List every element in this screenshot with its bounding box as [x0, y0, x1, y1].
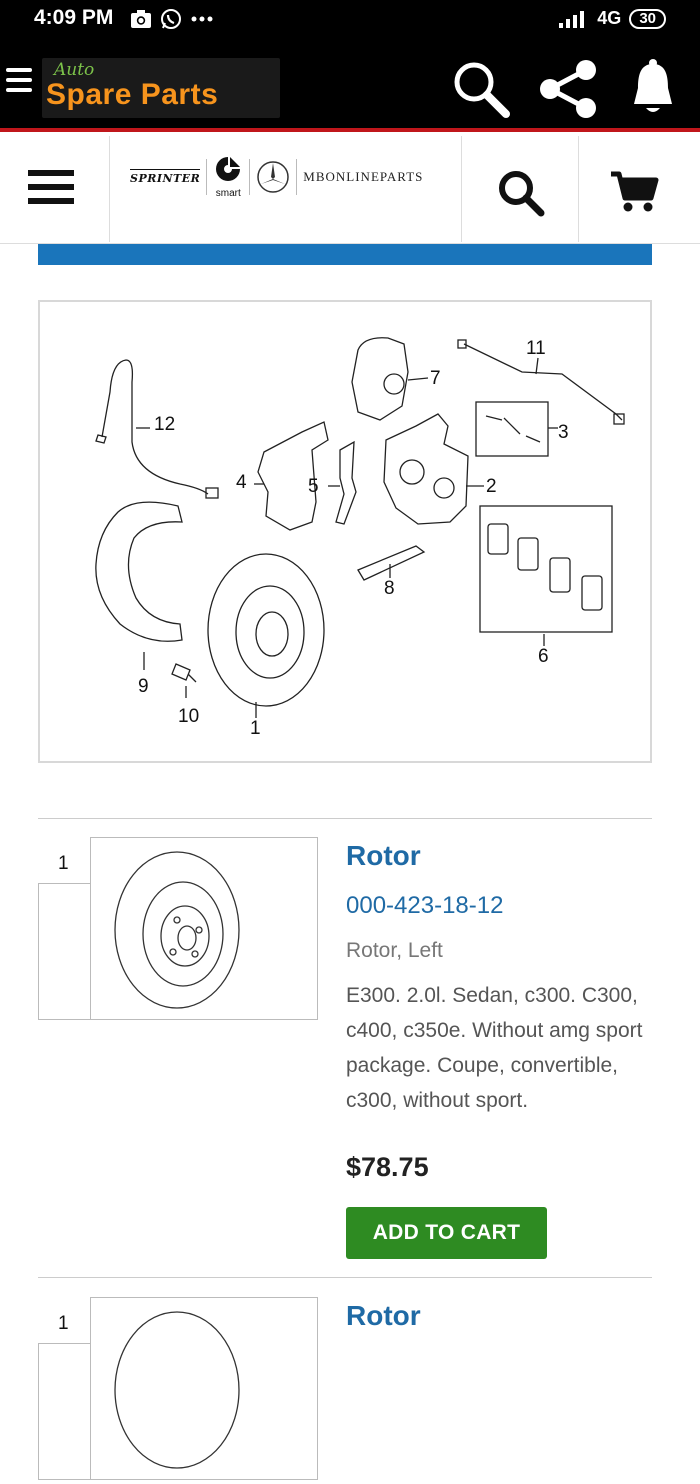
site-header: SPRINTER smart MBONLINEPARTS: [0, 136, 700, 244]
brand-divider: [296, 159, 298, 195]
brand-divider: [249, 159, 251, 195]
header-search-button[interactable]: [462, 136, 579, 242]
part-ref-number: 1: [58, 853, 69, 874]
callout-1[interactable]: 1: [250, 718, 261, 739]
brand-row: SPRINTER smart MBONLINEPARTS: [130, 155, 424, 199]
logo-script-text: Auto: [54, 60, 95, 80]
callout-9[interactable]: 9: [138, 676, 149, 697]
header-cart-button[interactable]: [579, 136, 700, 242]
battery-level: 30: [629, 8, 666, 29]
status-system-icons: 4G 30: [559, 8, 666, 29]
add-to-cart-button[interactable]: ADD TO CART: [346, 1207, 547, 1259]
bell-icon[interactable]: [624, 58, 682, 120]
part-price: $78.75: [346, 1152, 429, 1182]
part-title[interactable]: Rotor: [346, 1300, 421, 1331]
hamburger-icon: [28, 170, 74, 212]
part-title[interactable]: Rotor: [346, 840, 421, 871]
status-bar: 4:09 PM 4G 30: [0, 0, 700, 38]
callout-2[interactable]: 2: [486, 476, 497, 497]
menu-icon[interactable]: [6, 68, 32, 98]
whatsapp-icon: [161, 9, 181, 29]
callout-10[interactable]: 10: [178, 706, 199, 727]
callout-5[interactable]: 5: [308, 476, 319, 497]
logo-main-text: Spare Parts: [46, 78, 219, 111]
brand-smart-logo: smart: [213, 155, 243, 199]
callout-8[interactable]: 8: [384, 578, 395, 599]
thumb-frame: [90, 837, 318, 1020]
search-icon: [499, 171, 545, 217]
status-notification-icons: [130, 8, 214, 30]
callout-11[interactable]: 11: [526, 338, 546, 359]
part-notes: E300. 2.0l. Sedan, c300. C300, c400, c35…: [346, 984, 643, 1112]
thumb-frame: [90, 1297, 318, 1480]
callout-7[interactable]: 7: [430, 368, 441, 389]
brand-divider: [206, 159, 208, 195]
app-logo[interactable]: Auto Spare Parts: [42, 58, 280, 118]
rotor-thumbnail-image: [114, 1311, 240, 1469]
part-description: Rotor, Left: [346, 939, 443, 962]
signal-icon: [559, 10, 585, 28]
brand-sprinter: SPRINTER: [130, 169, 201, 185]
part-number[interactable]: 000-423-18-12: [346, 892, 504, 919]
thumb-ref-tab: [38, 1343, 92, 1480]
brand-smart: smart: [215, 188, 241, 199]
rotor-thumbnail-image: [114, 851, 240, 1009]
app-bar: Auto Spare Parts: [0, 38, 700, 132]
part-thumbnail[interactable]: 1: [38, 1297, 318, 1480]
part-ref-number: 1: [58, 1313, 69, 1334]
thumb-ref-tab: [38, 883, 92, 1020]
camera-icon: [131, 10, 151, 28]
divider: [38, 818, 652, 819]
divider: [38, 1277, 652, 1278]
mercedes-star-icon: [257, 161, 290, 193]
callout-4[interactable]: 4: [236, 472, 247, 493]
section-banner: [38, 244, 652, 265]
brake-assembly-illustration: 12 4 5 7 11 3 2 8 6 9 10 1: [95, 337, 625, 739]
status-time: 4:09 PM: [34, 6, 114, 29]
callout-6[interactable]: 6: [538, 646, 549, 667]
smart-logo-icon: [216, 157, 241, 181]
share-icon[interactable]: [538, 58, 600, 120]
parts-diagram[interactable]: 12 4 5 7 11 3 2 8 6 9 10 1: [38, 300, 652, 763]
search-icon[interactable]: [450, 58, 512, 120]
callout-12[interactable]: 12: [154, 414, 175, 435]
brand-logos[interactable]: SPRINTER smart MBONLINEPARTS: [110, 136, 462, 242]
network-type: 4G: [597, 8, 622, 28]
part-thumbnail[interactable]: 1: [38, 837, 318, 1020]
hamburger-menu-button[interactable]: [0, 136, 110, 242]
brand-mbonlineparts: MBONLINEPARTS: [303, 169, 424, 184]
cart-icon: [611, 171, 659, 212]
more-dots-icon: [191, 16, 213, 22]
callout-3[interactable]: 3: [558, 422, 569, 443]
